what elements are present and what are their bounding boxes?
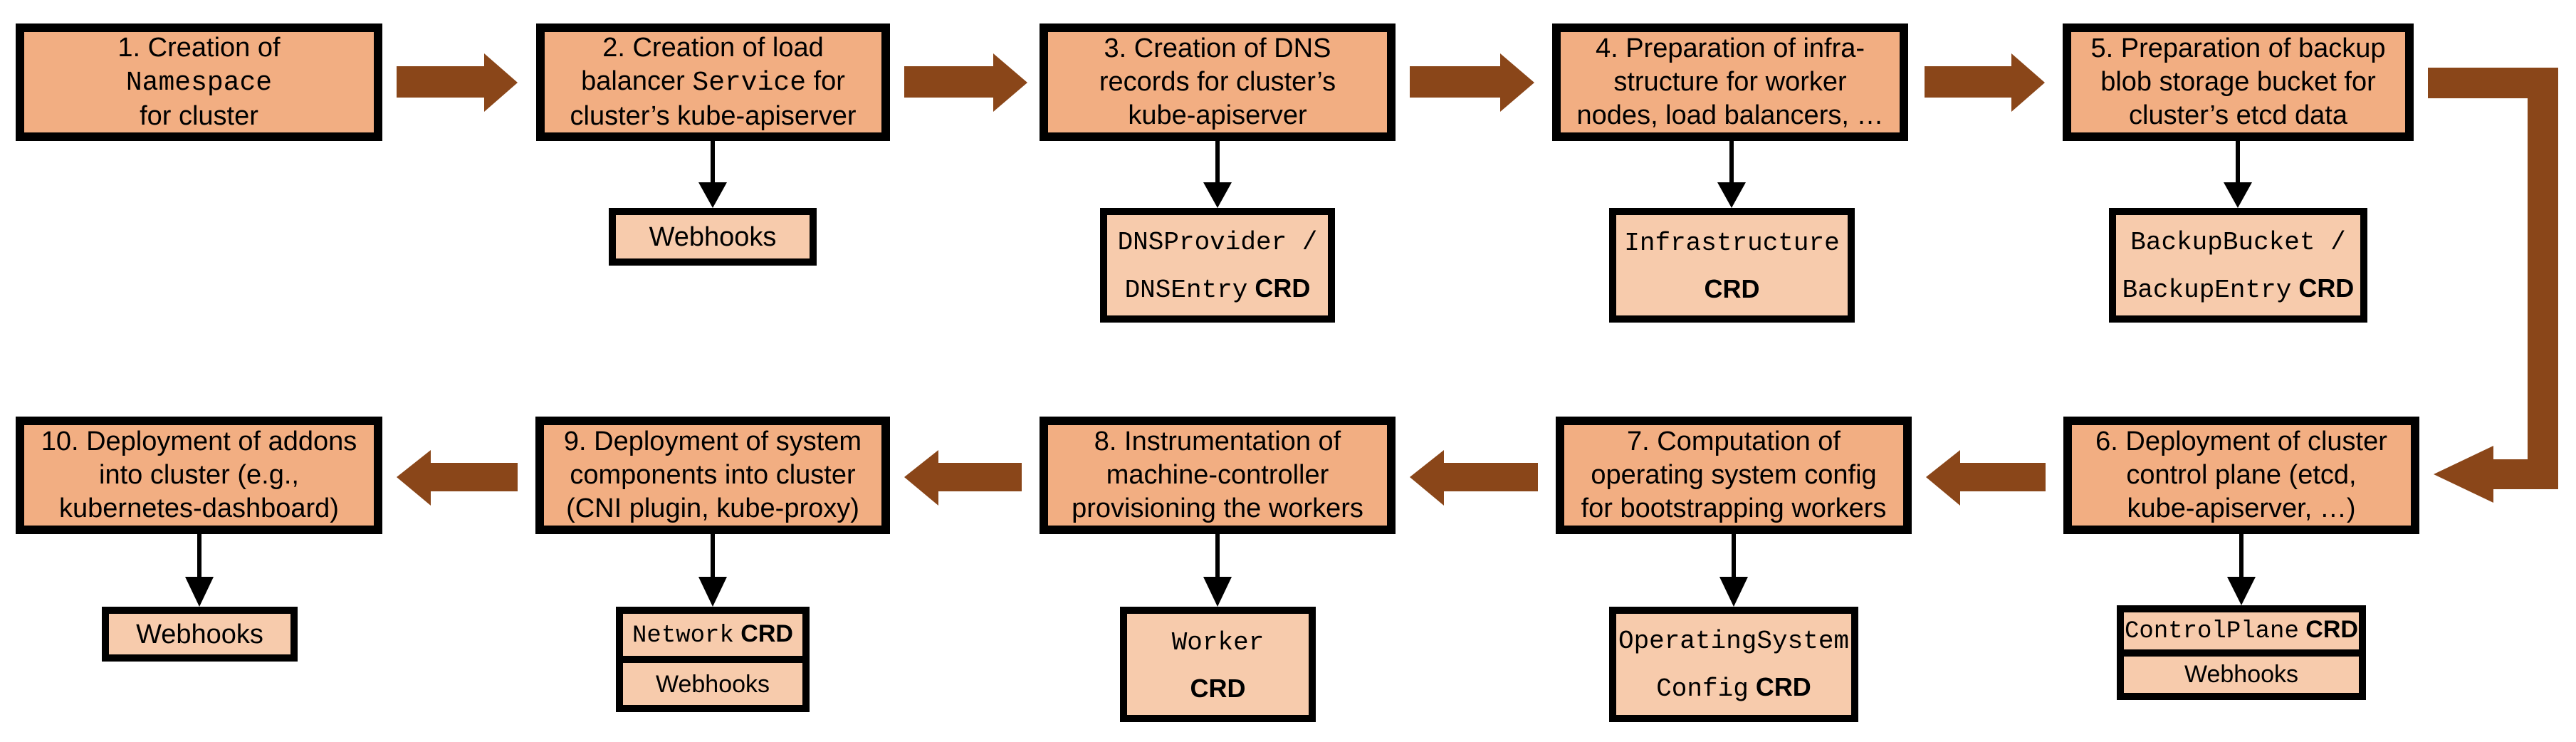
flow-arrow-step5-to-step6-elbow	[2428, 68, 2558, 503]
connector-step3-to-crd	[1203, 141, 1232, 208]
connector-step9-to-crd	[698, 534, 727, 607]
step-6-crd-box: ControlPlane CRD	[2125, 616, 2358, 646]
flow-arrow-step4-to-step5	[1925, 53, 2045, 112]
flow-arrow-step2-to-step3	[904, 53, 1027, 112]
step-6-sub-stack: ControlPlane CRD Webhooks	[2117, 605, 2366, 700]
step-10-webhooks-box: Webhooks	[102, 607, 298, 662]
step-2-webhooks-box: Webhooks	[609, 208, 817, 266]
step-5-crd-box: BackupBucket /BackupEntry CRD	[2109, 208, 2367, 323]
connector-step7-to-crd	[1719, 534, 1748, 607]
connector-step4-to-crd	[1717, 141, 1746, 208]
connector-step6-to-crd	[2227, 534, 2256, 605]
step-9-crd-box: Network CRD	[632, 620, 793, 649]
step-9-webhooks-box: Webhooks	[623, 656, 802, 705]
step-3-crd-box: DNSProvider /DNSEntry CRD	[1100, 208, 1335, 323]
step-4-box: 4. Preparation of infra-structure for wo…	[1552, 23, 1908, 141]
step-9-sub-stack: Network CRD Webhooks	[616, 607, 810, 712]
flow-arrow-step7-to-step8	[1410, 450, 1538, 506]
connector-step8-to-crd	[1203, 534, 1232, 607]
flow-arrow-step6-to-step7	[1926, 450, 2046, 506]
flow-arrow-step8-to-step9	[904, 450, 1022, 506]
connector-step10-to-webhooks	[185, 534, 214, 607]
connector-step5-to-crd	[2224, 141, 2252, 208]
connector-step2-to-webhooks	[698, 141, 727, 208]
step-6-webhooks-box: Webhooks	[2124, 649, 2359, 694]
flow-arrow-step9-to-step10	[397, 450, 518, 506]
flow-arrow-step3-to-step4	[1410, 53, 1534, 112]
flow-arrow-step1-to-step2	[397, 53, 518, 112]
